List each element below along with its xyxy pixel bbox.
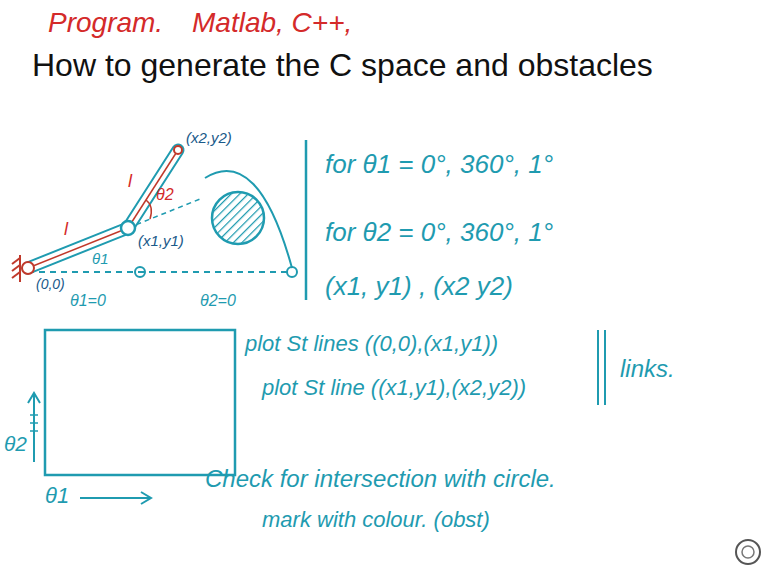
note-text: Program.	[48, 8, 163, 39]
divider	[305, 140, 308, 300]
joint	[121, 221, 135, 235]
step-text: plot St lines ((0,0),(x1,y1))	[245, 332, 498, 356]
link-outline	[28, 228, 128, 268]
axis-arrow	[28, 393, 40, 403]
reference-line	[28, 271, 292, 273]
joint	[22, 262, 34, 274]
sweep-curve	[205, 171, 292, 268]
loop-text: for θ2 = 0°, 360°, 1°	[325, 218, 553, 247]
link-line	[128, 150, 178, 228]
end-point	[174, 146, 182, 154]
note-text: Matlab, C++,	[192, 8, 352, 39]
obstacle-circle	[212, 192, 264, 244]
reference-mark	[135, 267, 145, 277]
bracket-bar	[597, 330, 599, 405]
axis-label: θ2	[4, 432, 27, 455]
angle-label: θ1	[92, 251, 108, 268]
note-text: links.	[620, 356, 675, 382]
step-text: plot St line ((x1,y1),(x2,y2))	[262, 376, 526, 400]
angle-arc	[146, 200, 151, 219]
axis-arrow	[141, 492, 151, 504]
step-text: mark with colour. (obst)	[262, 508, 490, 532]
logo	[742, 546, 754, 558]
axis-arrow	[33, 395, 35, 462]
logo	[736, 540, 760, 564]
angle-label: θ1=0	[70, 292, 106, 310]
point-text: (x1, y1) , (x2 y2)	[325, 272, 513, 301]
point-label: (x2,y2)	[186, 130, 232, 147]
cspace-box	[45, 330, 235, 475]
axis-arrow	[80, 497, 150, 499]
link-label: l	[128, 172, 132, 192]
angle-label: θ2=0	[200, 292, 236, 310]
axis-ticks	[30, 415, 38, 431]
bracket-bar	[604, 330, 606, 405]
point-label: (0,0)	[36, 277, 65, 292]
link-outline	[128, 150, 178, 228]
link-outline	[128, 150, 178, 228]
slide-title: How to generate the C space and obstacle…	[32, 48, 653, 83]
reference-mark	[287, 267, 297, 277]
point-label: (x1,y1)	[138, 233, 184, 250]
step-text: Check for intersection with circle.	[205, 466, 556, 492]
loop-text: for θ1 = 0°, 360°, 1°	[325, 150, 553, 179]
link-line	[28, 228, 128, 268]
link-outline	[28, 228, 128, 268]
link-label: l	[64, 220, 68, 240]
angle-label: θ2	[156, 186, 174, 204]
ground-hatch	[12, 255, 20, 282]
axis-label: θ1	[45, 484, 69, 508]
